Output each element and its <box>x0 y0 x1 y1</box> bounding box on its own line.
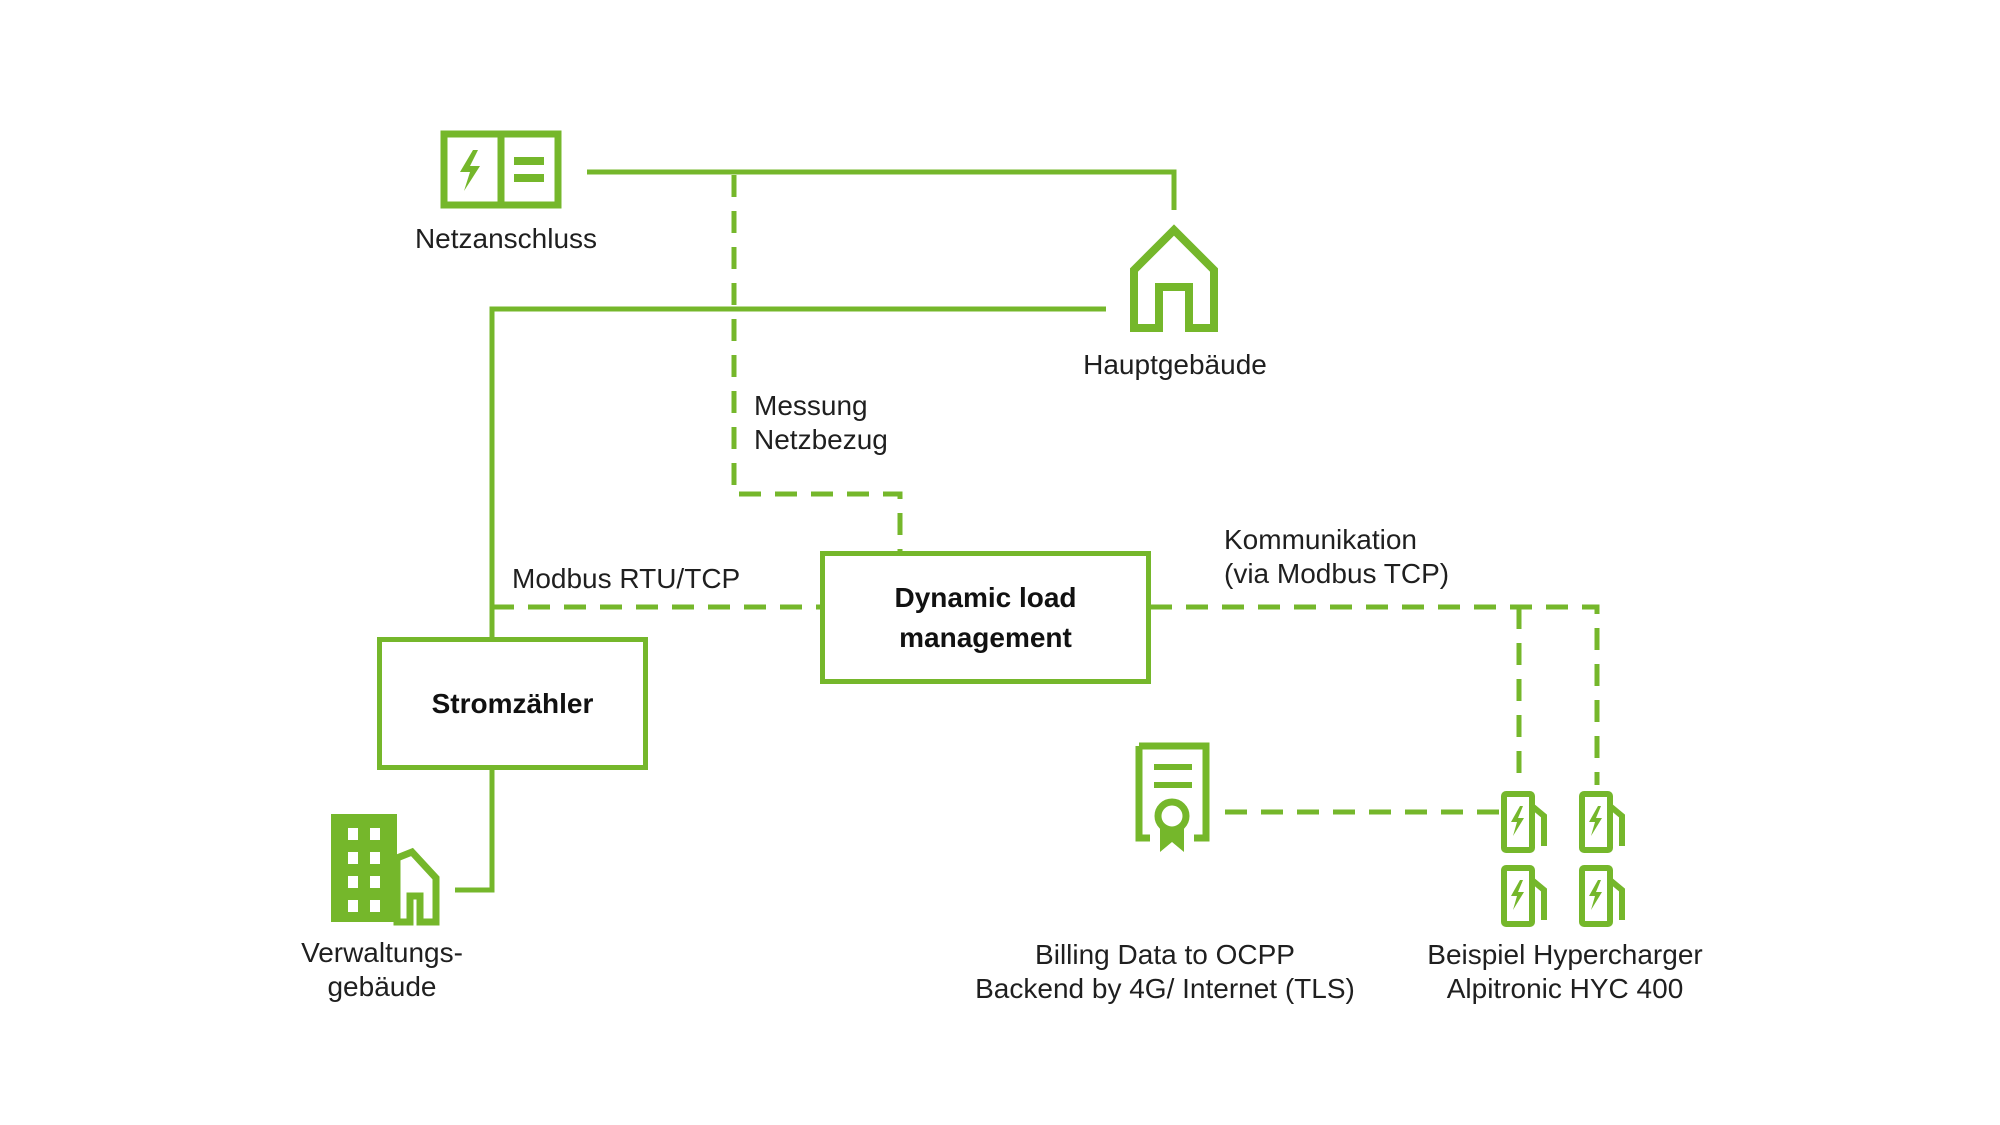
certificate-icon <box>1135 742 1210 852</box>
communication-dashed-line <box>1150 604 1600 785</box>
chargers-label: Beispiel Hypercharger Alpitronic HYC 400 <box>1427 939 1703 1004</box>
measurement-dashed-line <box>731 175 903 551</box>
dlm-label: Dynamic load management <box>894 581 1077 653</box>
power-line-house-to-meter <box>489 306 1106 637</box>
communication-label: Kommunikation (via Modbus TCP) <box>1224 524 1450 589</box>
ev-charger-icon <box>1579 865 1625 927</box>
power-line-grid-to-house <box>587 169 1177 210</box>
main-building-label: Hauptgebäude <box>1083 349 1267 380</box>
ev-charger-icon <box>1579 791 1625 853</box>
dlm-box: Dynamic load management <box>820 551 1151 684</box>
meter-box: Stromzähler <box>377 637 648 770</box>
ev-charger-icon <box>1501 865 1547 927</box>
meter-label: Stromzähler <box>431 687 594 719</box>
house-icon <box>1130 224 1218 332</box>
measurement-label: Messung Netzbezug <box>754 390 888 455</box>
modbus-label: Modbus RTU/TCP <box>512 563 741 594</box>
grid-label: Netzanschluss <box>414 223 598 254</box>
billing-label: Billing Data to OCPP Backend by 4G/ Inte… <box>975 939 1355 1004</box>
power-line-meter-to-admin <box>455 770 495 893</box>
grid-connection-icon <box>440 130 562 209</box>
ev-charger-icon <box>1501 791 1547 853</box>
office-building-icon <box>331 814 440 926</box>
admin-building-label: Verwaltungs- gebäude <box>301 937 463 1002</box>
